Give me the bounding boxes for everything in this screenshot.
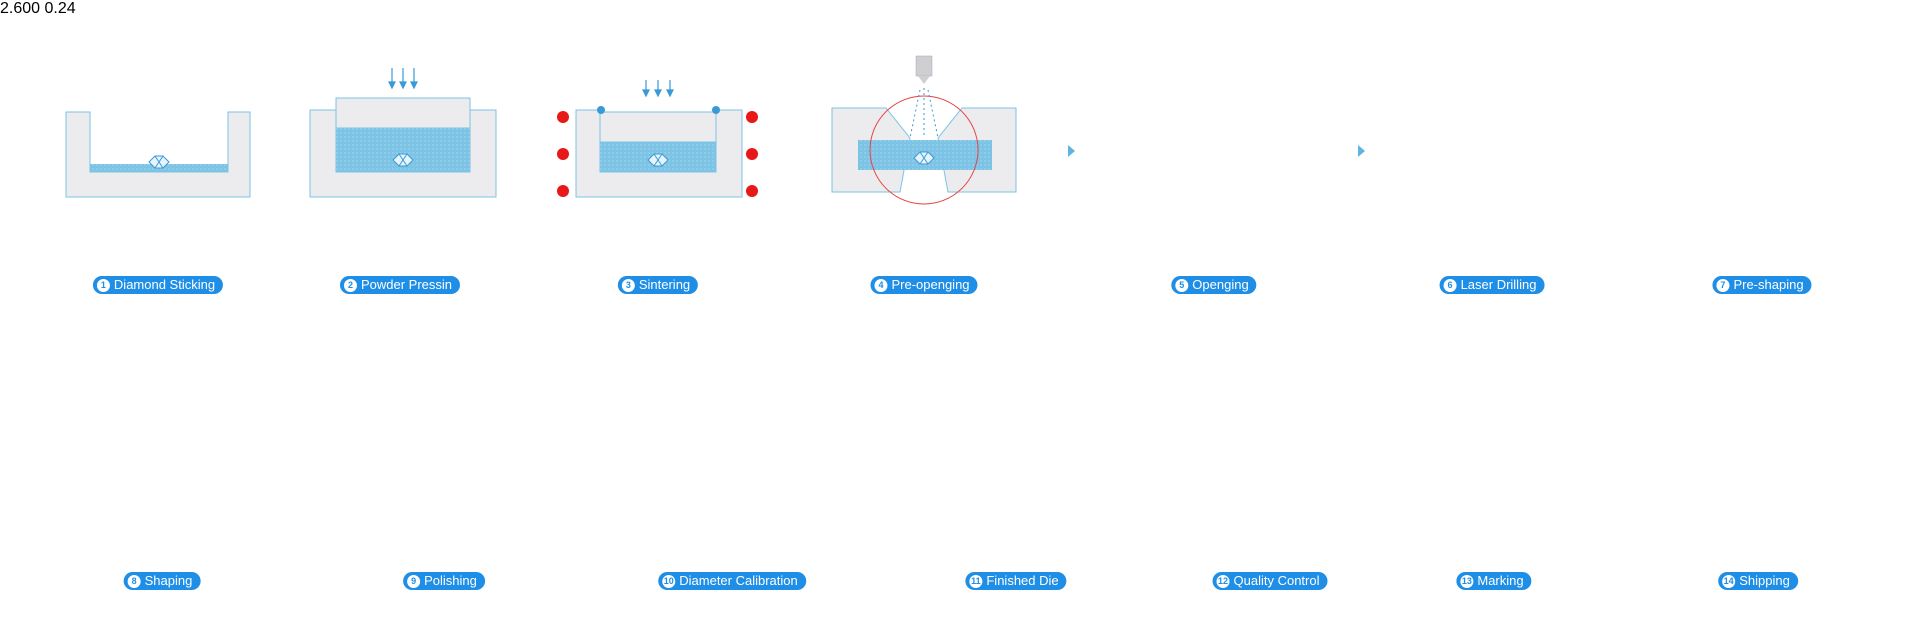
step-label-text: Diameter Calibration [679,573,798,588]
step-3-illustration [557,80,758,198]
step-label-text: Pre-shaping [1733,277,1804,292]
step-number-badge: 8 [127,574,141,588]
step-number-badge: 14 [1722,574,1736,588]
step-number-badge: 7 [1716,278,1730,292]
step-label-text: Openging [1192,277,1249,292]
step-label-text: Sintering [638,277,691,292]
big-disc-text: 2.600 [0,0,41,17]
step-1-illustration [65,111,251,198]
step-13-illustration: 2.600 0.24 [0,0,76,17]
step-number-badge: 2 [343,278,357,292]
step-number-badge: 1 [96,278,110,292]
step-number-badge: 4 [874,278,888,292]
step-label-text: Quality Control [1233,573,1320,588]
step-number-badge: 10 [662,574,676,588]
step-number-badge: 11 [969,574,983,588]
step-label-text: Shaping [144,573,193,588]
small-disc-text: 0.24 [44,0,76,17]
step-label-text: Diamond Sticking [113,277,216,292]
step-label-text: Laser Drilling [1460,277,1537,292]
step-label-text: Pre-openging [891,277,970,292]
step-2-illustration [309,68,497,198]
step-label-text: Powder Pressin [360,277,453,292]
step-number-badge: 9 [407,574,421,588]
step-number-badge: 3 [621,278,635,292]
step-label-text: Shipping [1739,573,1790,588]
step-label-text: Polishing [424,573,477,588]
step-number-badge: 13 [1460,574,1474,588]
flow-arrow-icon [1068,145,1075,157]
step-label-text: Finished Die [986,573,1059,588]
step-number-badge: 5 [1175,278,1189,292]
flow-arrow-icon [1358,145,1365,157]
step-4-illustration [831,55,1017,205]
step-number-badge: 12 [1216,574,1230,588]
step-label-text: Marking [1477,573,1524,588]
step-number-badge: 6 [1443,278,1457,292]
